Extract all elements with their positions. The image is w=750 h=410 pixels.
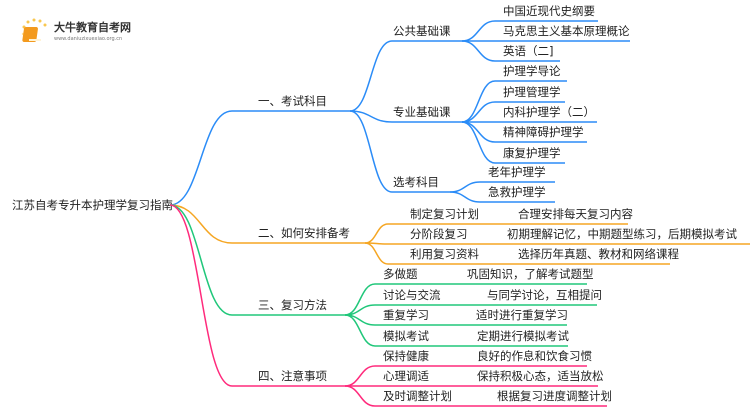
branch-edge [169,204,365,244]
root-node: 江苏自考专升本护理学复习指南 [12,198,173,212]
leaf-edge [461,40,560,62]
topic-node[interactable]: 心理调适 [383,369,429,383]
leaf-edge [449,191,555,203]
sub-edge [349,110,462,123]
topic-description[interactable]: 良好的作息和饮食习惯 [477,349,592,363]
topic-node[interactable]: 讨论与交流 [383,288,441,302]
sub-edge [349,40,462,112]
subject-node[interactable]: 护理管理学 [503,85,561,99]
sub-edge [364,242,670,265]
topic-description[interactable]: 合理安排每天复习内容 [518,207,633,221]
topic-description[interactable]: 适时进行重复学习 [476,308,568,322]
topic-description[interactable]: 初期理解记忆，中期题型练习，后期模拟考试 [507,227,737,241]
branch-edge [169,204,345,387]
subject-node[interactable]: 内科护理学（二） [503,105,595,119]
book-icon [21,18,47,42]
topic-node[interactable]: 分阶段复习 [410,227,468,241]
sub-edge [344,314,568,347]
branch-edge [169,110,350,206]
category-node[interactable]: 公共基础课 [393,24,451,38]
topic-description[interactable]: 巩固知识，了解考试题型 [467,267,594,281]
topic-description[interactable]: 定期进行模拟考试 [477,329,569,343]
topic-node[interactable]: 利用复习资料 [410,247,479,261]
topic-node[interactable]: 及时调整计划 [383,389,452,403]
topic-node[interactable]: 多做题 [383,267,418,281]
subject-node[interactable]: 英语（二] [503,44,554,58]
category-node[interactable]: 专业基础课 [393,105,451,119]
logo: 大牛教育自考网 www.daniuzixuexiao.org.cn [21,18,131,42]
topic-node[interactable]: 模拟考试 [383,329,429,343]
category-node[interactable]: 选考科目 [393,175,439,189]
topic-description[interactable]: 保持积极心态，适当放松 [477,369,604,383]
subject-node[interactable]: 护理学导论 [503,64,561,78]
subject-node[interactable]: 康复护理学 [503,146,561,160]
branch-edge [169,204,345,316]
sub-edge [344,385,607,407]
subject-node[interactable]: 中国近现代史纲要 [503,4,595,18]
subject-node[interactable]: 马克思主义基本原理概论 [503,24,630,38]
subject-node[interactable]: 急救护理学 [488,185,546,199]
topic-node[interactable]: 制定复习计划 [410,207,479,221]
topic-node[interactable]: 保持健康 [383,349,429,363]
sub-edge [364,242,750,245]
subject-node[interactable]: 老年护理学 [488,165,546,179]
leaf-edge [461,121,565,164]
branch-node[interactable]: 一、考试科目 [258,94,327,108]
topic-description[interactable]: 与同学讨论，互相提问 [487,288,602,302]
branch-node[interactable]: 四、注意事项 [258,369,327,383]
subject-node[interactable]: 精神障碍护理学 [503,125,584,139]
sub-edge [349,110,450,193]
branch-node[interactable]: 三、复习方法 [258,298,327,312]
topic-description[interactable]: 选择历年真题、教材和网络课程 [518,247,679,261]
logo-url: www.daniuzixuexiao.org.cn [54,36,122,42]
branch-node[interactable]: 二、如何安排备考 [258,226,350,240]
topic-node[interactable]: 重复学习 [383,308,429,322]
logo-title: 大牛教育自考网 [54,20,131,34]
topic-description[interactable]: 根据复习进度调整计划 [497,389,612,403]
